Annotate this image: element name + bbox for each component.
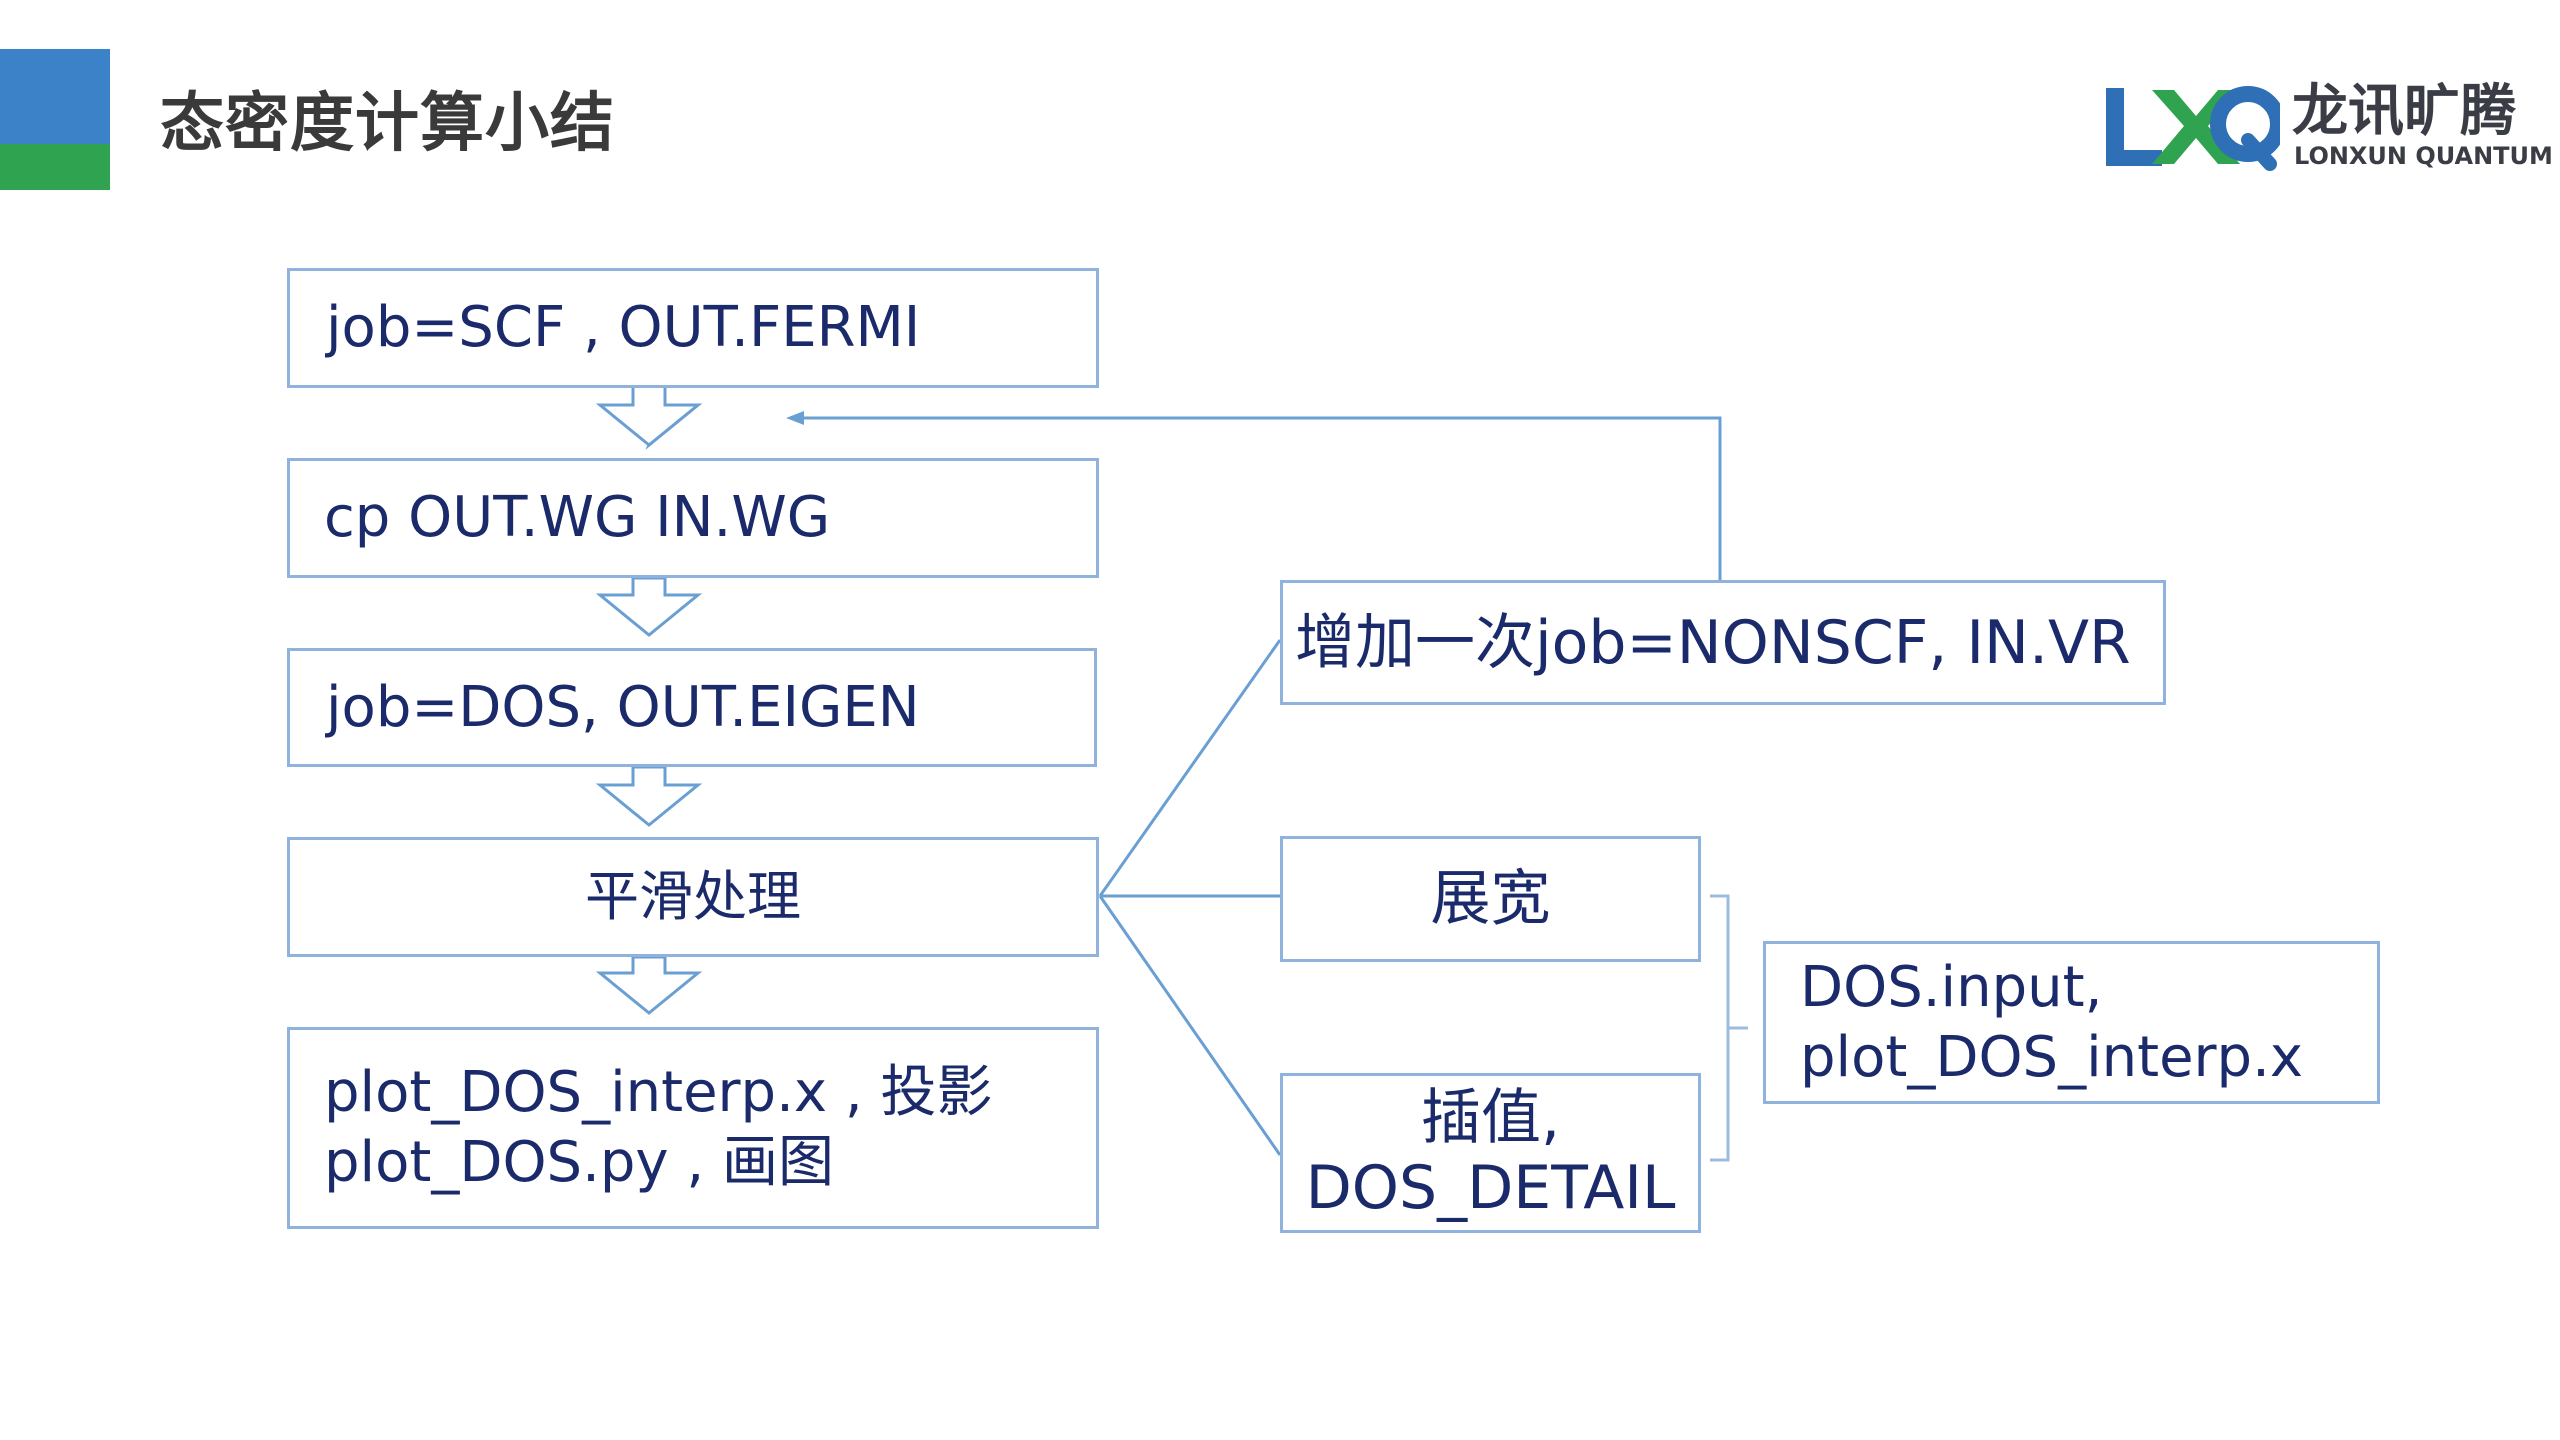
branch-nonscf-label: 增加一次job=NONSCF, IN.VR [1295, 607, 2131, 678]
down-arrow-1-clean [595, 388, 703, 447]
input-box-line-1: DOS.input, [1800, 954, 2103, 1020]
step-plot-line-1: plot_DOS_interp.x , 投影 [324, 1060, 993, 1125]
branch-interp-line-1: 插值, [1420, 1083, 1561, 1153]
step-smoothing-label: 平滑处理 [585, 865, 801, 928]
slide-title: 态密度计算小结 [160, 87, 615, 161]
step-smoothing: 平滑处理 [287, 837, 1099, 957]
logo-english-name: LONXUN QUANTUM [2294, 142, 2553, 170]
branch-broaden-label: 展宽 [1430, 864, 1551, 934]
feedback-line [800, 416, 1722, 580]
down-arrow-2 [595, 576, 703, 637]
step-scf-label: job=SCF , OUT.FERMI [326, 295, 921, 360]
branch-broaden: 展宽 [1280, 836, 1701, 962]
bracket [1710, 894, 1748, 1162]
branch-line-nonscf [1098, 639, 1282, 897]
branch-nonscf: 增加一次job=NONSCF, IN.VR [1280, 580, 2166, 705]
down-arrow-3 [595, 765, 703, 827]
brand-bar-blue [0, 49, 110, 144]
lxq-logo-mark-icon [2106, 86, 2280, 171]
logo-chinese-name: 龙讯旷腾 [2292, 79, 2516, 144]
step-scf: job=SCF , OUT.FERMI [287, 268, 1099, 388]
branch-interp-line-2: DOS_DETAIL [1305, 1153, 1676, 1223]
down-arrow-4 [595, 955, 703, 1015]
step-copy-wg: cp OUT.WG IN.WG [287, 458, 1099, 578]
step-plot-line-2: plot_DOS.py , 画图 [324, 1130, 834, 1195]
input-box-line-2: plot_DOS_interp.x [1800, 1024, 2304, 1090]
step-dos: job=DOS, OUT.EIGEN [287, 648, 1097, 767]
company-logo: 龙讯旷腾 LONXUN QUANTUM [2100, 72, 2553, 182]
feedback-arrowhead [786, 411, 804, 425]
branch-line-interp [1098, 895, 1282, 1156]
step-copy-wg-label: cp OUT.WG IN.WG [324, 485, 831, 550]
brand-bar-green [0, 144, 110, 190]
branch-interp: 插值, DOS_DETAIL [1280, 1073, 1701, 1233]
input-box: DOS.input, plot_DOS_interp.x [1763, 941, 2380, 1104]
step-plot: plot_DOS_interp.x , 投影 plot_DOS.py , 画图 [287, 1027, 1099, 1229]
step-dos-label: job=DOS, OUT.EIGEN [326, 674, 920, 740]
